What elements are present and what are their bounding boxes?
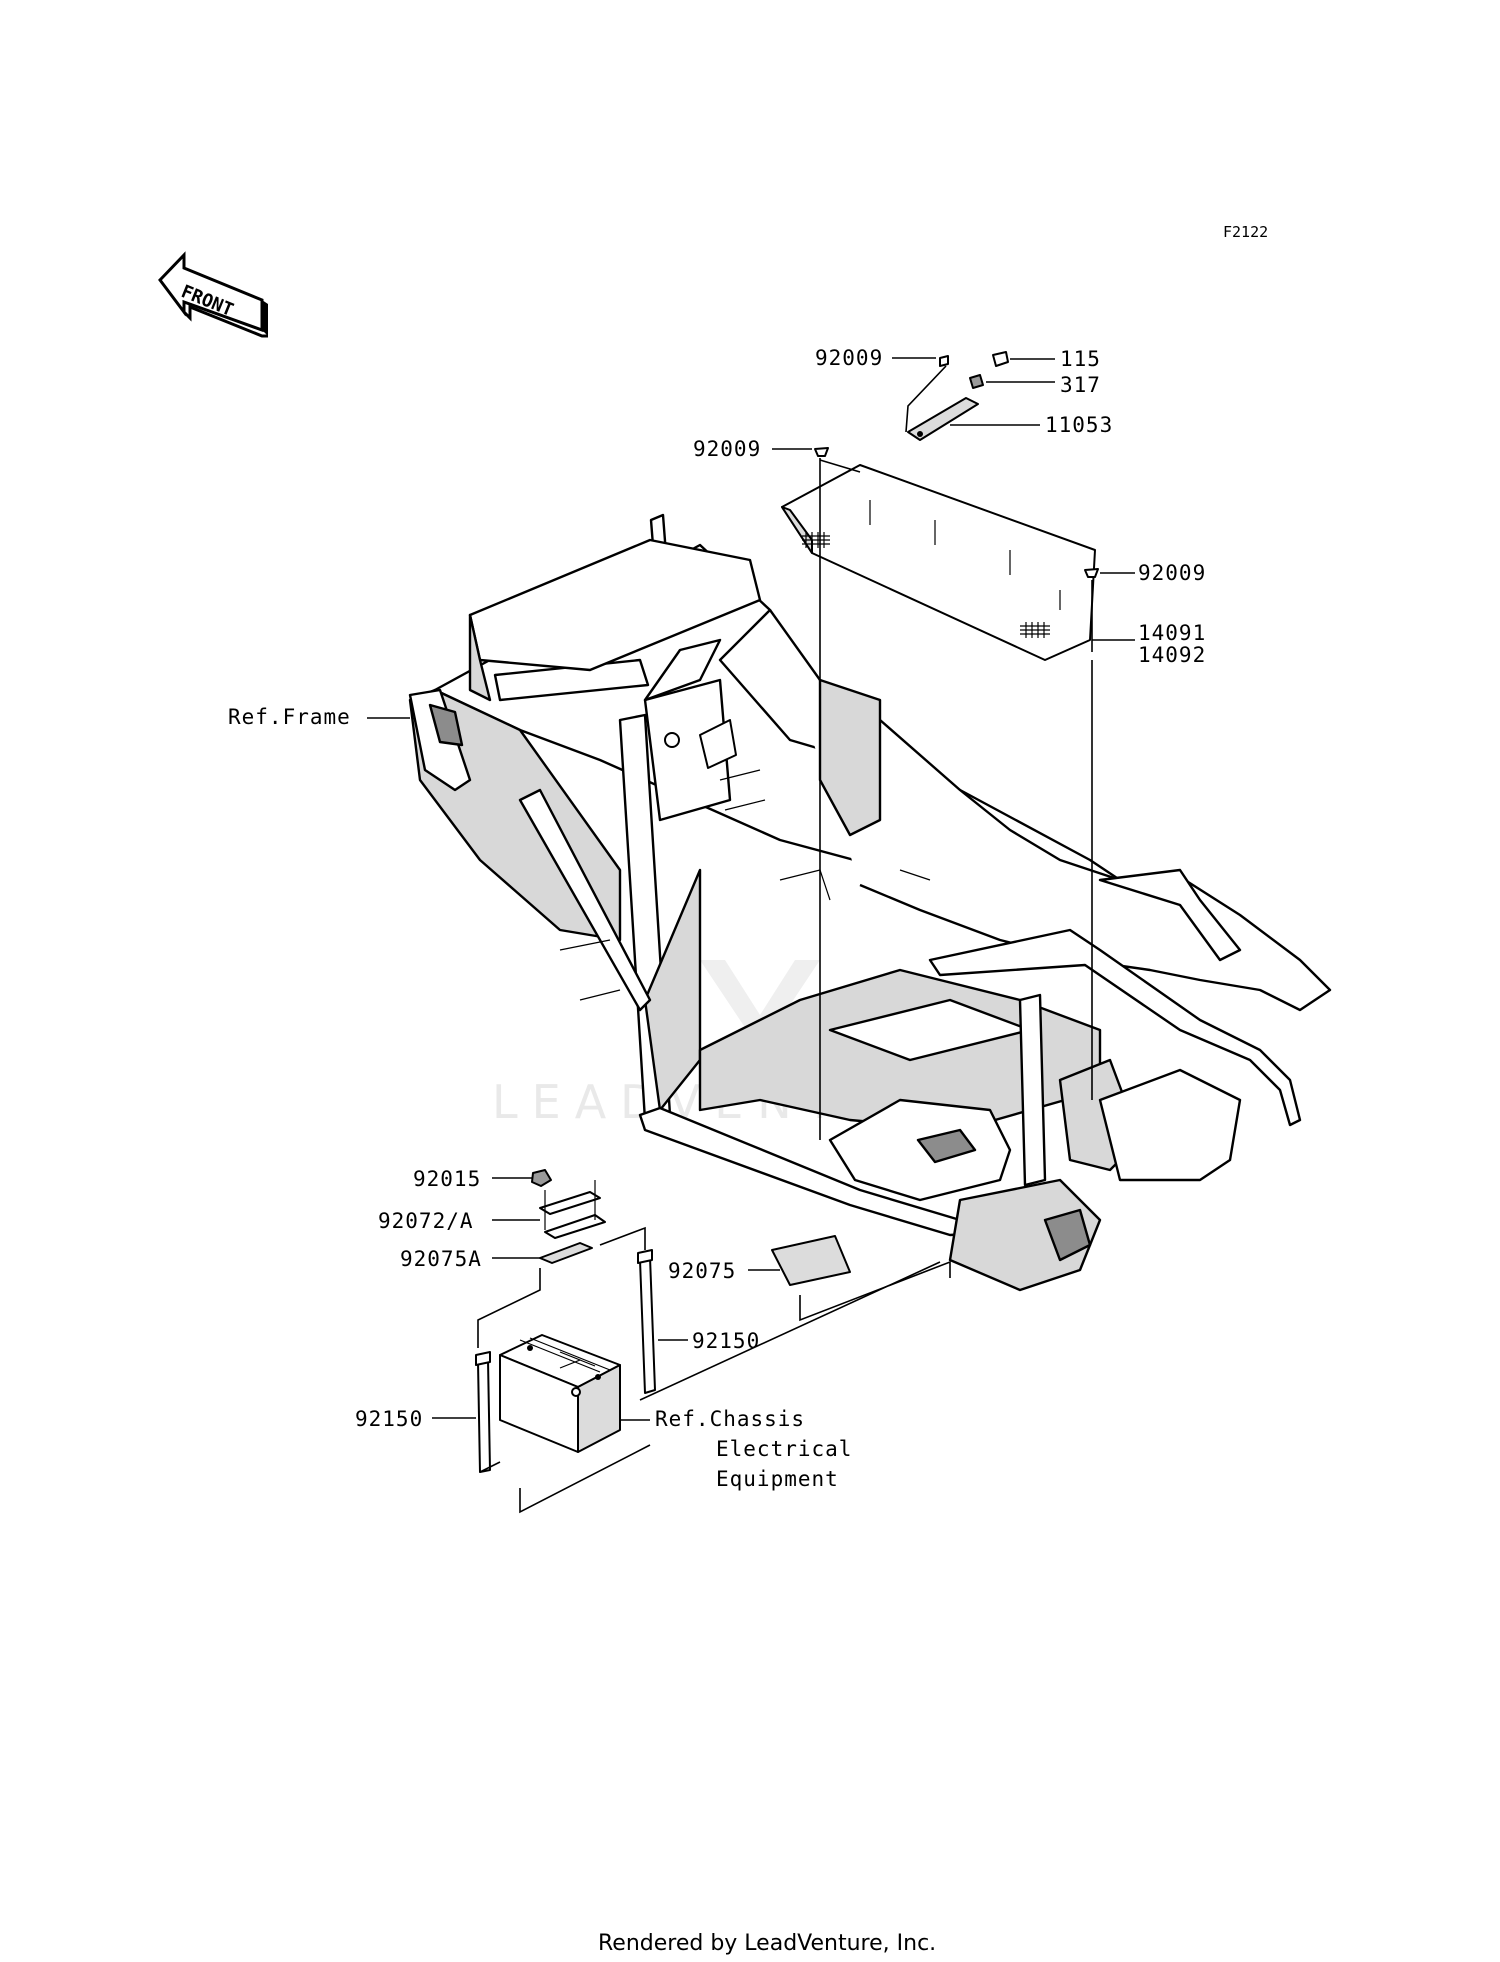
callout-ref-chassis: Ref.Chassis [655,1407,805,1431]
callout-92015: 92015 [413,1167,481,1191]
figure-id: F2122 [1223,223,1268,241]
callout-92150-left: 92150 [355,1407,423,1431]
fasteners [814,351,1099,578]
callout-92075: 92075 [668,1259,736,1283]
callout-115: 115 [1060,347,1101,371]
callout-11053: 11053 [1045,413,1113,437]
battery-group [432,1169,951,1514]
callout-92009-mid: 92009 [693,437,761,461]
callout-ref-chassis-line2: Electrical [716,1437,852,1461]
footer-credit: Rendered by LeadVenture, Inc. [598,1931,936,1956]
callout-14092: 14092 [1138,643,1206,667]
callout-labels: 92009 115 317 11053 92009 92009 14091 14… [228,346,1206,1491]
callout-92075a: 92075A [400,1247,482,1271]
callout-ref-chassis-line3: Equipment [716,1467,839,1491]
callout-92072a: 92072/A [378,1209,474,1233]
seat-cover-part [781,464,1096,661]
callout-ref-frame: Ref.Frame [228,705,351,729]
callout-317: 317 [1060,373,1101,397]
battery-icon [499,1334,621,1453]
callout-14091: 14091 [1138,621,1206,645]
leader-lines-upper [367,357,1135,1140]
vehicle-frame [408,513,1332,1292]
callout-92009-top: 92009 [815,346,883,370]
callout-92150-right: 92150 [692,1329,760,1353]
callout-92009-right: 92009 [1138,561,1206,585]
front-arrow-icon: FRONT [158,251,268,338]
